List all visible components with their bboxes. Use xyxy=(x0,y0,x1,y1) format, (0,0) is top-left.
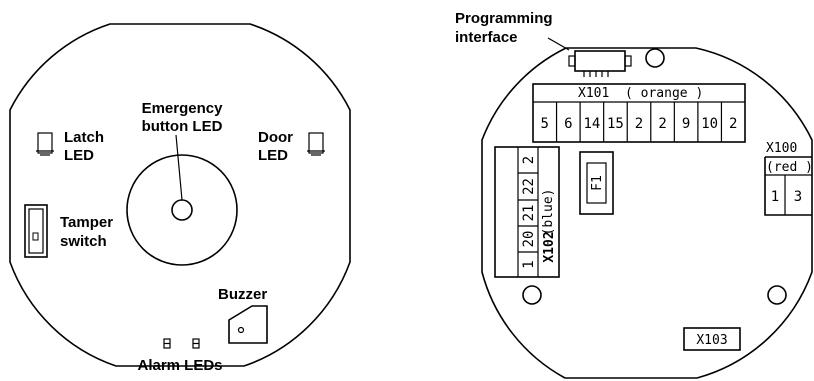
x101-pin-9: 2 xyxy=(729,116,737,132)
x100-color: (red ) xyxy=(766,160,813,175)
x102-pin-1: 2 xyxy=(521,156,537,164)
programming-label-line1: Programming xyxy=(455,10,553,27)
buzzer-hole xyxy=(237,326,245,334)
x101-pin-7: 9 xyxy=(682,116,690,132)
x103-label: X103 xyxy=(696,333,727,348)
alarm-led-icon-1 xyxy=(163,338,171,349)
right-board-outline xyxy=(481,47,813,379)
alarm-leds-label: Alarm LEDs xyxy=(137,357,222,374)
emergency-button-circle xyxy=(126,154,238,266)
x102-pin-2: 22 xyxy=(521,178,537,195)
door-label-line1: Door xyxy=(258,129,293,146)
x100-pin-2: 3 xyxy=(794,189,802,205)
left-board: Emergency button LED Latch LED Door LED … xyxy=(9,23,351,374)
x101-pin-5: 2 xyxy=(635,116,643,132)
programming-leader xyxy=(547,37,570,51)
programming-connector-icon xyxy=(568,50,632,77)
tamper-label-line2: switch xyxy=(60,233,107,250)
x102-color: (blue) xyxy=(541,189,556,236)
x102-pin-3: 21 xyxy=(521,205,537,222)
tamper-label-line1: Tamper xyxy=(60,214,113,231)
x101-name: X101 xyxy=(578,86,609,101)
x101-pin-1: 5 xyxy=(541,116,549,132)
latch-led-icon xyxy=(36,132,54,156)
emergency-label-line1: Emergency xyxy=(142,100,224,117)
x102-name: X102 xyxy=(542,231,557,262)
mounting-hole-top xyxy=(645,48,665,68)
door-label-line2: LED xyxy=(258,147,288,164)
left-board-outline xyxy=(9,23,351,367)
fuse-f1: F1 xyxy=(579,151,614,215)
mounting-hole-left xyxy=(522,285,542,305)
x101-pin-8: 10 xyxy=(701,116,718,132)
tamper-switch-icon xyxy=(24,204,48,258)
buzzer-icon xyxy=(228,305,268,344)
x101-pin-4: 15 xyxy=(607,116,624,132)
x102-pin-4: 20 xyxy=(521,231,537,248)
programming-label-line2: interface xyxy=(455,29,518,46)
door-led-icon xyxy=(307,132,325,156)
latch-label-line2: LED xyxy=(64,147,94,164)
connector-x103: X103 xyxy=(683,327,741,351)
fuse-label: F1 xyxy=(590,175,605,191)
x101-color: ( orange ) xyxy=(625,86,703,101)
x101-pin-3: 14 xyxy=(583,116,600,132)
latch-label-line1: Latch xyxy=(64,129,104,146)
x102-pin-5: 1 xyxy=(521,260,537,268)
emergency-label-line2: button LED xyxy=(142,118,223,135)
x101-pin-2: 6 xyxy=(564,116,572,132)
x101-pin-6: 2 xyxy=(658,116,666,132)
emergency-led-leader xyxy=(175,134,183,201)
x100-name: X100 xyxy=(766,141,797,156)
alarm-led-icon-2 xyxy=(192,338,200,349)
mounting-hole-right xyxy=(767,285,787,305)
x100-pin-1: 1 xyxy=(771,189,779,205)
buzzer-label: Buzzer xyxy=(218,286,267,303)
emergency-button-led xyxy=(171,199,193,221)
